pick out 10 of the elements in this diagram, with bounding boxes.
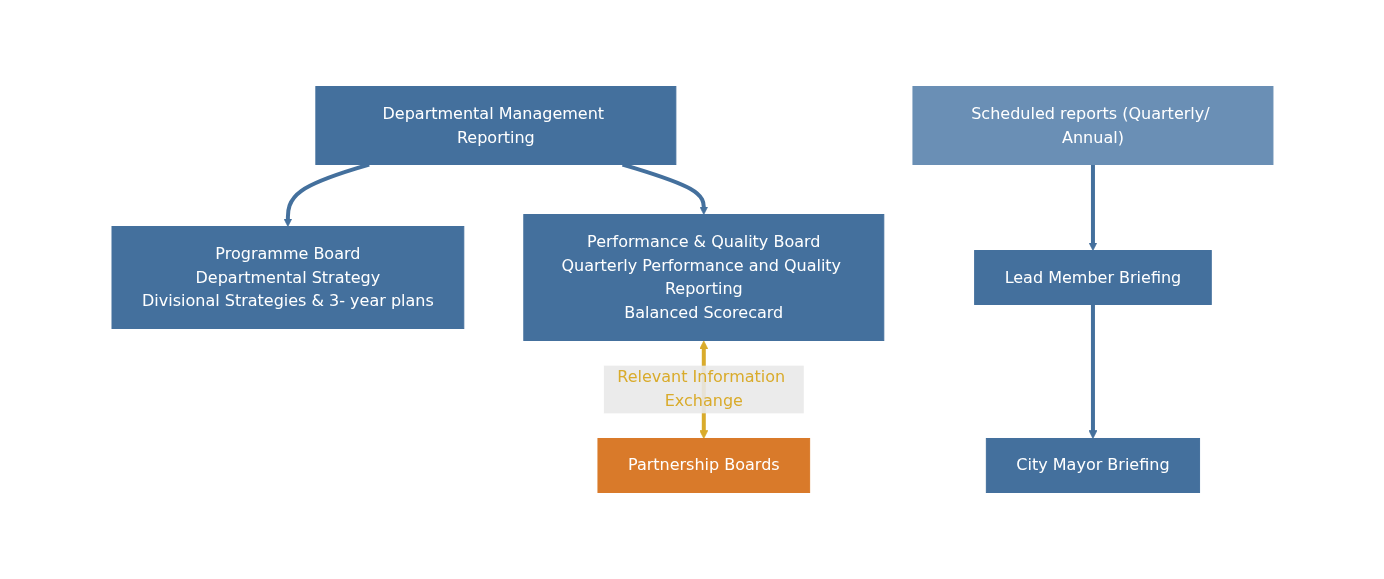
arrow xyxy=(1088,304,1097,439)
node-box: Departmental Management Reporting xyxy=(314,86,676,165)
node-box: Performance & Quality Board Quarterly Performance and Quality Reporting Balanced Scorecard xyxy=(522,214,884,341)
edge-label: Relevant Information Exchange xyxy=(616,367,785,411)
node-box: Scheduled reports (Quarterly/ Annual) xyxy=(911,86,1273,165)
node-box: Partnership Boards xyxy=(596,438,810,493)
node-box: City Mayor Briefing xyxy=(985,438,1200,493)
node-box: Lead Member Briefing xyxy=(973,250,1212,305)
arrow xyxy=(1088,164,1097,251)
node-box: Programme Board Departmental Strategy Divisional Strategies & 3- year plans xyxy=(111,226,464,329)
